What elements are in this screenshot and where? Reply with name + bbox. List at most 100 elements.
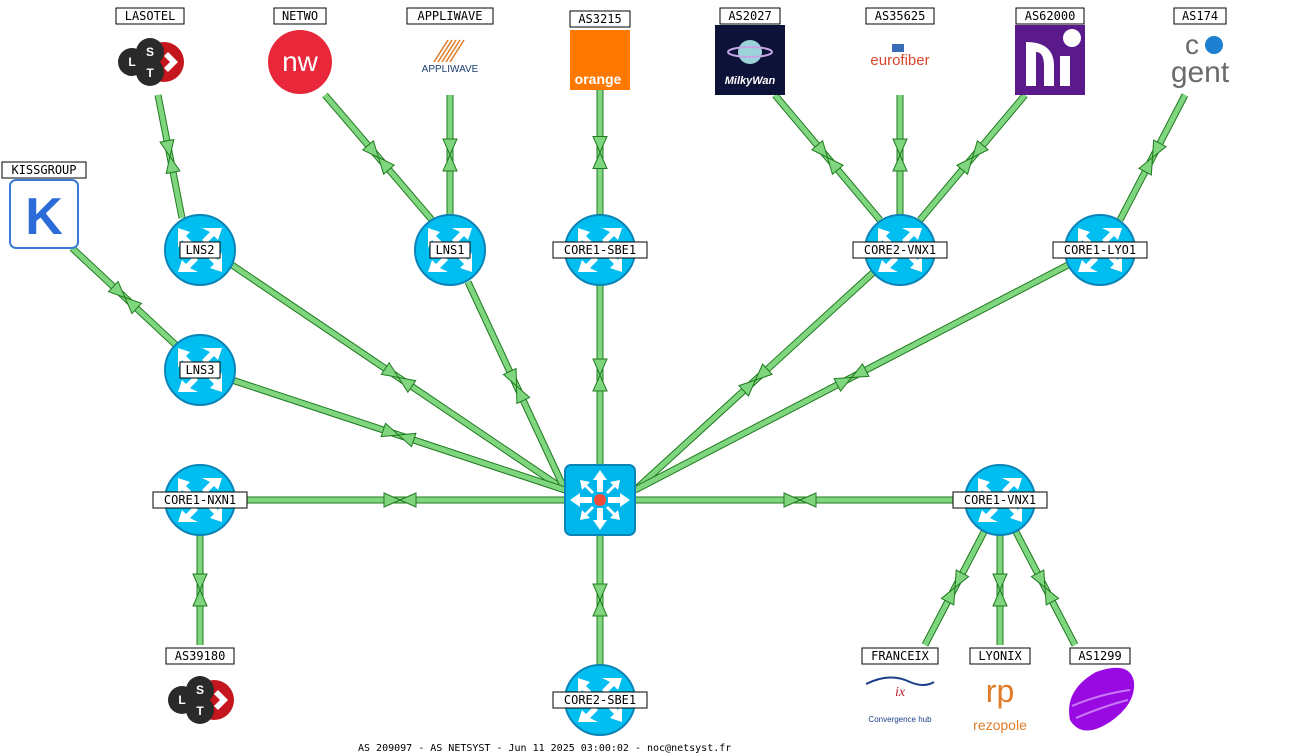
- svg-text:c: c: [1185, 29, 1199, 60]
- peer-label-netwo: NETWO: [273, 7, 327, 25]
- svg-text:NETWO: NETWO: [282, 9, 318, 23]
- peer-label-appliwave: APPLIWAVE: [406, 7, 494, 25]
- nodes-layer: LNS2 LNS1 CORE1-SBE1 CORE2-VNX1 CORE1-LY…: [1, 7, 1230, 754]
- link-arrow: [592, 598, 608, 617]
- link-arrow: [810, 139, 829, 159]
- orange-logo[interactable]: orange: [570, 30, 630, 90]
- link-arrow: [107, 280, 126, 299]
- router-label-lns1: LNS1: [429, 241, 471, 259]
- link-arrow: [592, 583, 608, 602]
- link-arrow: [442, 138, 458, 157]
- svg-text:LYONIX: LYONIX: [978, 649, 1022, 663]
- peer-label-lasotel: LASOTEL: [115, 7, 185, 25]
- kissgroup-logo[interactable]: K: [9, 179, 79, 249]
- svg-text:CORE2-VNX1: CORE2-VNX1: [864, 243, 936, 257]
- router-label-core2-sbe1: CORE2-SBE1: [552, 691, 648, 709]
- svg-text:LASOTEL: LASOTEL: [125, 9, 176, 23]
- svg-text:APPLIWAVE: APPLIWAVE: [417, 9, 482, 23]
- svg-text:KISSGROUP: KISSGROUP: [11, 163, 76, 177]
- link-arrow: [380, 361, 400, 379]
- link-arrow: [192, 573, 208, 592]
- svg-text:T: T: [146, 66, 154, 80]
- link-arrow: [397, 432, 417, 448]
- svg-text:MilkyWan: MilkyWan: [725, 75, 776, 87]
- link-arrow: [383, 492, 402, 508]
- svg-text:L: L: [178, 693, 185, 707]
- link-arrow: [1137, 156, 1154, 176]
- netwo-logo[interactable]: nw: [268, 30, 332, 94]
- cogent-logo[interactable]: c gent: [1171, 29, 1230, 89]
- peer-label-as62000: AS62000: [1015, 7, 1085, 25]
- svg-text:FRANCEIX: FRANCEIX: [871, 649, 930, 663]
- router-label-core1-nxn1: CORE1-NXN1: [152, 491, 248, 509]
- eurofiber-logo[interactable]: eurofiber: [870, 44, 930, 69]
- svg-text:ix: ix: [895, 685, 906, 700]
- svg-text:CORE2-SBE1: CORE2-SBE1: [564, 693, 636, 707]
- svg-text:AS174: AS174: [1182, 9, 1218, 23]
- link-arrow: [124, 296, 143, 315]
- svg-text:APPLIWAVE: APPLIWAVE: [422, 64, 479, 75]
- link-arrow: [954, 569, 970, 589]
- peer-label-as3215: AS3215: [569, 10, 631, 28]
- link-arrow: [397, 376, 417, 394]
- link-half-fill: [633, 375, 853, 493]
- link-arrow: [754, 363, 773, 381]
- link-arrow: [380, 422, 400, 438]
- link-half-fill: [633, 378, 758, 492]
- svg-text:CORE1-VNX1: CORE1-VNX1: [964, 493, 1036, 507]
- as39180-logo[interactable]: L S T: [168, 676, 234, 724]
- router-label-core1-sbe1: CORE1-SBE1: [552, 241, 648, 259]
- router-label-lns3: LNS3: [179, 361, 221, 379]
- links-layer: [69, 90, 1189, 665]
- router-label-core2-vnx1: CORE2-VNX1: [852, 241, 948, 259]
- core-switch[interactable]: [564, 464, 636, 536]
- link-arrow: [592, 136, 608, 154]
- link-arrow: [592, 358, 608, 377]
- link-arrow: [892, 138, 908, 157]
- svg-text:AS2027: AS2027: [728, 9, 771, 23]
- as62000-logo[interactable]: [1015, 25, 1085, 95]
- svg-text:gent: gent: [1171, 56, 1230, 89]
- svg-text:CORE1-LYO1: CORE1-LYO1: [1064, 243, 1136, 257]
- link-half-fill: [397, 375, 567, 493]
- link-arrow: [1044, 586, 1060, 606]
- link-half-fill: [514, 384, 568, 492]
- franceix-logo[interactable]: ix Convergence hub: [865, 676, 935, 724]
- link-arrow: [159, 138, 175, 158]
- milkywan-logo[interactable]: MilkyWan: [715, 25, 785, 95]
- appliwave-logo[interactable]: APPLIWAVE: [422, 39, 479, 75]
- link-arrow: [940, 586, 956, 606]
- rezopole-logo[interactable]: rp rezopole: [973, 673, 1027, 733]
- svg-text:AS1299: AS1299: [1078, 649, 1121, 663]
- link-arrow: [1030, 569, 1046, 589]
- link-arrow: [850, 363, 870, 379]
- router-label-lns2: LNS2: [179, 241, 221, 259]
- telia-logo[interactable]: [1069, 667, 1135, 731]
- svg-text:LNS1: LNS1: [436, 243, 465, 257]
- lasotel-logo[interactable]: L S T: [118, 38, 184, 86]
- svg-text:LNS3: LNS3: [186, 363, 215, 377]
- link-arrow: [515, 384, 531, 405]
- link-arrow: [738, 379, 757, 397]
- link-half-fill: [753, 268, 878, 382]
- peer-label-as35625: AS35625: [865, 7, 935, 25]
- svg-text:AS3215: AS3215: [578, 12, 621, 26]
- peer-label-as1299: AS1299: [1069, 647, 1131, 665]
- link-half-fill: [231, 377, 400, 438]
- footer-text: AS 209097 - AS NETSYST - Jun 11 2025 03:…: [358, 743, 731, 754]
- svg-text:L: L: [128, 55, 135, 69]
- svg-text:AS62000: AS62000: [1025, 9, 1076, 23]
- svg-text:AS35625: AS35625: [875, 9, 926, 23]
- core-switch-center-dot: [594, 494, 606, 506]
- link-arrow: [592, 151, 608, 169]
- svg-text:rp: rp: [986, 673, 1014, 709]
- link-arrow: [892, 153, 908, 172]
- link-arrow: [361, 139, 380, 159]
- svg-text:orange: orange: [575, 71, 622, 87]
- link-arrow: [502, 367, 518, 388]
- link-arrow: [442, 153, 458, 172]
- link-arrow: [971, 139, 990, 159]
- link-arrow: [192, 588, 208, 607]
- svg-text:T: T: [196, 704, 204, 718]
- svg-text:K: K: [25, 188, 63, 246]
